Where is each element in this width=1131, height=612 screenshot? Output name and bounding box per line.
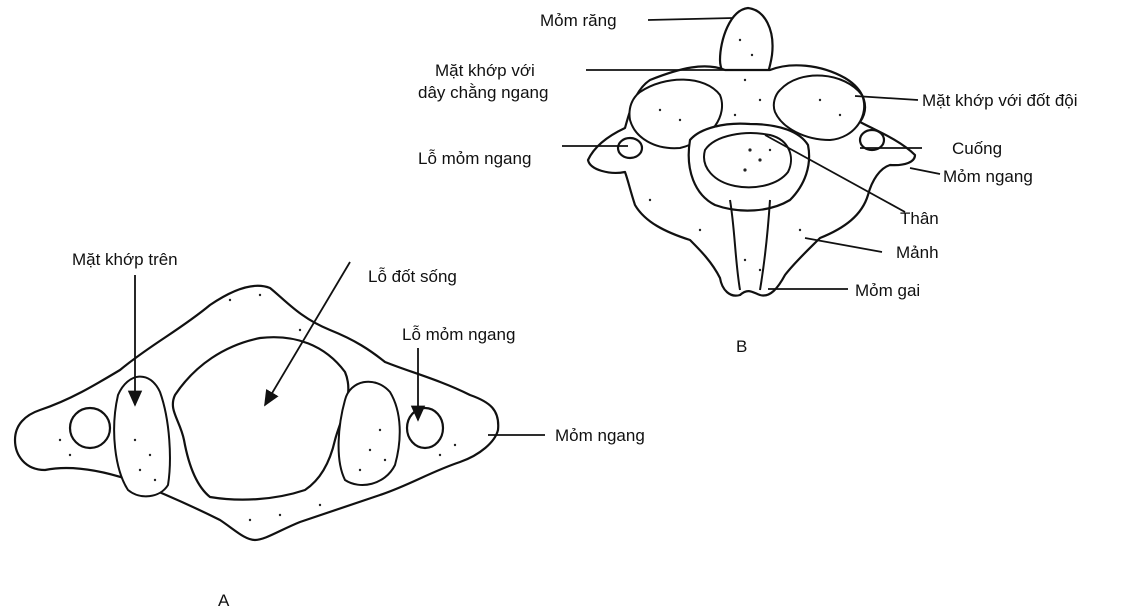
leader-dens [648, 18, 733, 20]
label-transverse-foramen-a: Lỗ mỏm ngang [402, 325, 515, 344]
caption-a: A [218, 591, 230, 610]
atlas-right-transverse-foramen [407, 408, 443, 448]
label-superior-articular-facet: Mặt khớp trên [72, 250, 178, 269]
label-transverse-foramen-b: Lỗ mỏm ngang [418, 149, 531, 168]
figure-b-axis [588, 8, 915, 296]
leader-transverse-process-b [910, 168, 940, 174]
label-facet-atlas: Mặt khớp với đốt đội [922, 91, 1078, 110]
label-pedicle: Cuống [952, 139, 1002, 158]
label-body: Thân [900, 209, 939, 228]
leader-lamina [805, 238, 882, 252]
axis-right-transverse-foramen [860, 130, 884, 150]
label-dens: Mỏm răng [540, 11, 617, 30]
atlas-left-transverse-foramen [70, 408, 110, 448]
atlas-right-articular-facet [339, 382, 400, 485]
caption-b: B [736, 337, 747, 356]
label-lamina: Mảnh [896, 243, 939, 262]
figure-a-atlas [15, 286, 498, 540]
label-transverse-process-a: Mỏm ngang [555, 426, 645, 445]
label-transverse-process-b: Mỏm ngang [943, 167, 1033, 186]
label-vertebral-foramen: Lỗ đốt sống [368, 267, 457, 286]
axis-left-transverse-foramen [618, 138, 642, 158]
label-facet-transverse-ligament-line1: Mặt khớp với [435, 61, 535, 80]
label-spinous-process: Mỏm gai [855, 281, 920, 300]
atlas-left-articular-facet [114, 377, 170, 497]
label-facet-transverse-ligament-line2: dây chằng ngang [418, 83, 548, 102]
